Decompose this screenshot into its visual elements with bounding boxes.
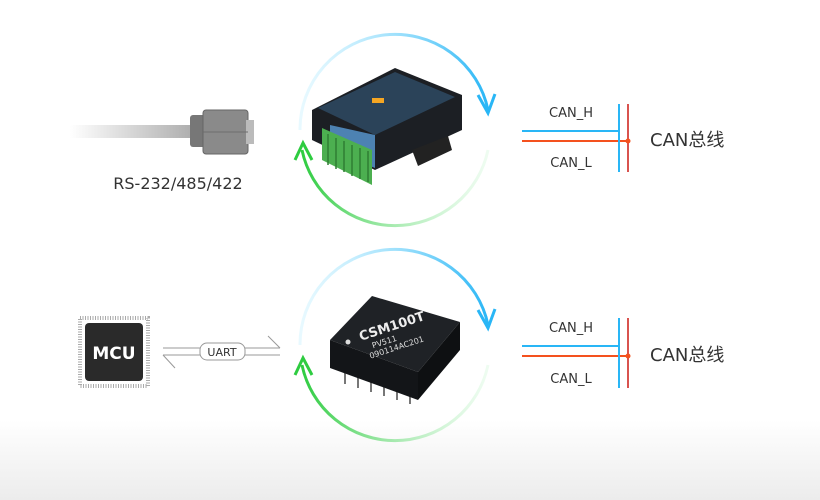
arrow-green-arc-icon <box>300 364 490 443</box>
can-l-label-top: CAN_L <box>550 156 592 171</box>
can-bus-bottom <box>522 318 631 388</box>
rotation-arrows-bottom <box>293 247 497 443</box>
arrow-green-arc-icon <box>300 149 490 228</box>
can-bus-label-bottom: CAN总线 <box>650 345 724 366</box>
uart-label: UART <box>207 346 236 359</box>
arrow-blue-arc-icon <box>298 247 490 346</box>
can-bus-label-top: CAN总线 <box>650 130 724 151</box>
interface-label: RS-232/485/422 <box>113 174 242 193</box>
can-h-label-top: CAN_H <box>549 106 593 121</box>
uart-link <box>162 335 281 369</box>
floor-shade <box>0 420 820 500</box>
arrow-blue-arc-icon <box>298 32 490 131</box>
csm100t-module <box>330 296 460 404</box>
can-converter-device <box>312 68 462 185</box>
serial-cable <box>70 109 254 155</box>
mcu-chip <box>78 316 150 388</box>
can-h-label-bottom: CAN_H <box>549 321 593 336</box>
rotation-arrows-top <box>293 32 497 228</box>
can-bus-top <box>522 104 631 172</box>
mcu-label: MCU <box>92 344 135 364</box>
can-l-label-bottom: CAN_L <box>550 372 592 387</box>
